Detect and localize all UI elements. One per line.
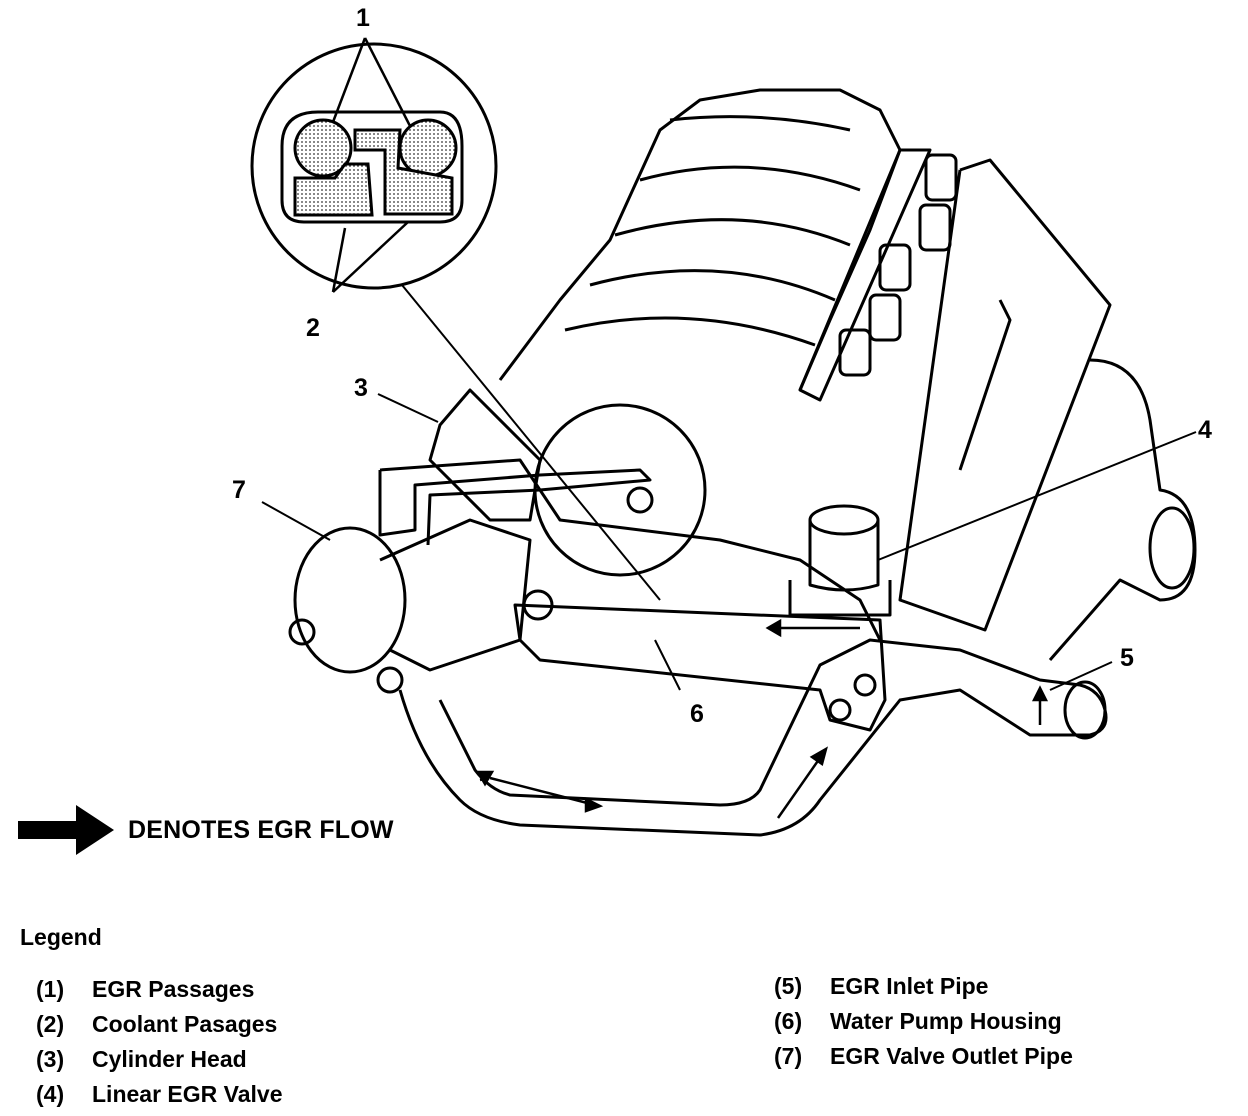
valve-cover — [898, 158, 1112, 632]
legend-item-label: EGR Inlet Pipe — [830, 973, 989, 999]
egr-inlet-pipe — [398, 638, 1108, 837]
callout-5: 5 — [1120, 644, 1134, 672]
injector — [924, 153, 958, 202]
legend-item: (5) EGR Inlet Pipe — [774, 969, 1073, 1004]
egr-flow-arrows — [475, 618, 1049, 819]
egr-flow-note: DENOTES EGR FLOW — [18, 805, 394, 855]
legend-left-column: (1) EGR Passages (2) Coolant Pasages (3)… — [36, 972, 282, 1112]
callout-6: 6 — [690, 700, 704, 728]
callout-7: 7 — [232, 476, 246, 504]
egr-valve-outlet-pipe — [378, 468, 652, 546]
cylinder-head — [428, 388, 542, 522]
legend-item-number: (6) — [774, 1008, 803, 1034]
injector — [868, 293, 902, 342]
callout-1: 1 — [356, 4, 370, 32]
legend-item: (6) Water Pump Housing — [774, 1004, 1073, 1039]
exhaust-manifold — [1048, 358, 1197, 661]
legend-item: (2) Coolant Pasages — [36, 1007, 282, 1042]
legend-item-label: Linear EGR Valve — [92, 1081, 283, 1107]
coolant-passage-left — [293, 162, 374, 217]
legend-item-label: EGR Passages — [92, 976, 255, 1002]
linear-egr-valve — [808, 520, 880, 592]
callout-2: 2 — [306, 314, 320, 342]
legend-title: Legend — [20, 924, 102, 950]
legend-item: (3) Cylinder Head — [36, 1042, 282, 1077]
legend-item: (7) EGR Valve Outlet Pipe — [774, 1039, 1073, 1074]
legend-item-label: Water Pump Housing — [830, 1008, 1062, 1034]
egr-flow-arrow-icon — [18, 805, 114, 855]
legend-item-number: (1) — [36, 976, 65, 1002]
fuel-rail — [798, 148, 932, 402]
front-cover-pulley — [533, 403, 707, 577]
legend-item-label: Cylinder Head — [92, 1046, 247, 1072]
egr-passage-left — [293, 118, 353, 178]
legend-item-number: (7) — [774, 1043, 803, 1069]
legend-item-number: (4) — [36, 1081, 65, 1107]
engine-assembly — [288, 88, 1197, 837]
injector — [918, 203, 952, 252]
legend-item-label: EGR Valve Outlet Pipe — [830, 1043, 1073, 1069]
legend-item-label: Coolant Pasages — [92, 1011, 278, 1037]
legend-item: (4) Linear EGR Valve — [36, 1077, 282, 1112]
leader-lines — [261, 284, 1197, 691]
coolant-passage-right — [353, 128, 454, 216]
thermostat-housing — [293, 526, 407, 674]
egr-system-diagram: 1 2 3 4 5 6 7 — [232, 4, 1212, 837]
detail-inset — [250, 37, 498, 293]
callout-3: 3 — [354, 374, 368, 402]
injector — [838, 328, 872, 377]
injector — [878, 243, 912, 292]
callout-4: 4 — [1198, 416, 1212, 444]
legend-item-number: (2) — [36, 1011, 65, 1037]
legend-item-number: (3) — [36, 1046, 65, 1072]
intake-manifold — [498, 88, 902, 391]
legend-right-column: (5) EGR Inlet Pipe (6) Water Pump Housin… — [774, 969, 1073, 1074]
legend-item-number: (5) — [774, 973, 803, 999]
legend-item: (1) EGR Passages — [36, 972, 282, 1007]
callout-labels: 1 2 3 4 5 6 7 — [232, 4, 1212, 728]
egr-flow-note-text: DENOTES EGR FLOW — [128, 815, 394, 844]
water-pump-housing — [513, 603, 887, 732]
egr-passage-right — [398, 118, 458, 178]
